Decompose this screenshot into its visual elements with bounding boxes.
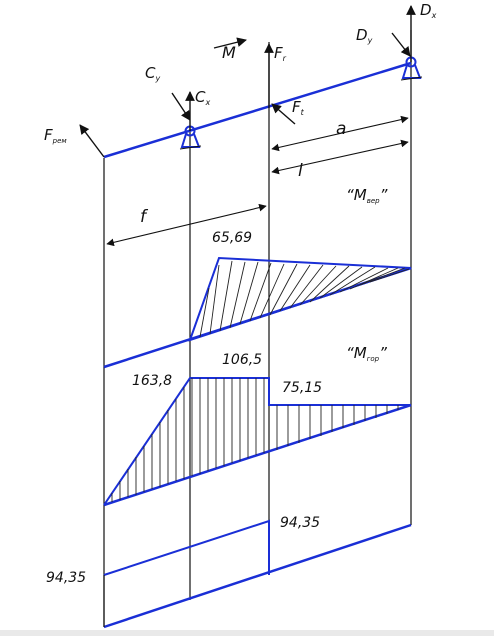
torque-outline <box>103 519 270 576</box>
label-d-y: Dy <box>356 26 373 45</box>
dim-l-line <box>271 139 409 175</box>
horizontal-value-c: 163,8 <box>132 373 172 389</box>
force-f-rem-arrow <box>79 124 105 158</box>
force-d-y-arrow <box>391 32 411 57</box>
label-dim-l: l <box>298 161 303 181</box>
vertical-moment-value: 65,69 <box>212 230 252 246</box>
dim-f-line <box>106 203 267 247</box>
force-c-y-arrow <box>171 92 191 121</box>
horizontal-value-gear-right: 75,15 <box>282 380 322 396</box>
vertical-moment-hatch <box>199 260 410 338</box>
reference-lines <box>103 30 412 627</box>
shaft-beam <box>103 61 412 159</box>
label-f-t: Ft <box>292 98 305 117</box>
force-labels: Fрем Cy Cx M Fr Ft Dy Dx a l f <box>44 1 437 227</box>
horizontal-moment-outline <box>103 377 411 506</box>
label-f-rem: Fрем <box>44 126 67 145</box>
horizontal-moment-hatch <box>111 378 399 502</box>
label-dim-f: f <box>140 207 149 227</box>
label-c-y: Cy <box>145 64 160 83</box>
vertical-moment-diagram <box>103 256 412 369</box>
diagram-labels: “Mвер” 65,69 “Mгор” 163,8 106,5 75,15 94… <box>46 186 388 586</box>
dimension-lines <box>106 115 409 247</box>
force-m-arrow <box>213 37 247 49</box>
torque-diagram-baseline <box>103 523 412 629</box>
horizontal-diagram-baseline <box>103 403 412 507</box>
force-arrows <box>79 5 416 158</box>
horizontal-moment-diagram <box>103 377 412 507</box>
label-m: M <box>222 43 236 62</box>
horizontal-value-gear-left: 106,5 <box>222 352 262 368</box>
horizontal-moment-title: “Mгор” <box>346 344 387 363</box>
vertical-moment-title: “Mвер” <box>346 186 388 205</box>
torque-value-right: 94,35 <box>280 515 320 531</box>
label-dim-a: a <box>336 119 346 139</box>
label-f-r: Fr <box>274 44 287 63</box>
label-d-x: Dx <box>420 1 437 20</box>
torque-diagram <box>103 519 412 629</box>
torque-value-left: 94,35 <box>46 570 86 586</box>
label-c-x: Cx <box>195 88 210 107</box>
bottom-strip <box>0 630 494 636</box>
